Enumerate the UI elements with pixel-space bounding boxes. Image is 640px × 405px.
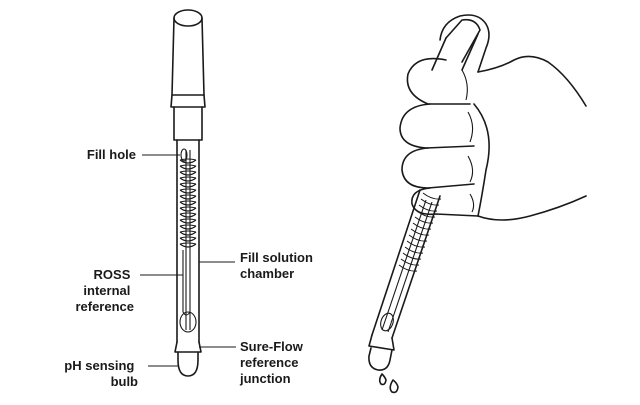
- electrode-right: [368, 18, 481, 394]
- label-fill-hole: Fill hole: [87, 147, 136, 162]
- spring-coil-squeezed: [398, 192, 442, 272]
- label-ph-sensing-bulb: pH sensing bulb: [64, 358, 138, 389]
- drop-icon: [389, 379, 399, 394]
- hand-illustration: [399, 14, 587, 221]
- drop-icon: [378, 373, 387, 386]
- spring-coil: [179, 158, 197, 248]
- fill-hole: [180, 148, 188, 162]
- label-ross-internal-reference: ROSS internal reference: [75, 267, 134, 314]
- label-sure-flow-junction: Sure-Flow reference junction: [239, 339, 306, 386]
- label-fill-solution-chamber: Fill solution chamber: [240, 250, 317, 281]
- leader-lines: [140, 154, 236, 367]
- electrode-left: [170, 9, 206, 377]
